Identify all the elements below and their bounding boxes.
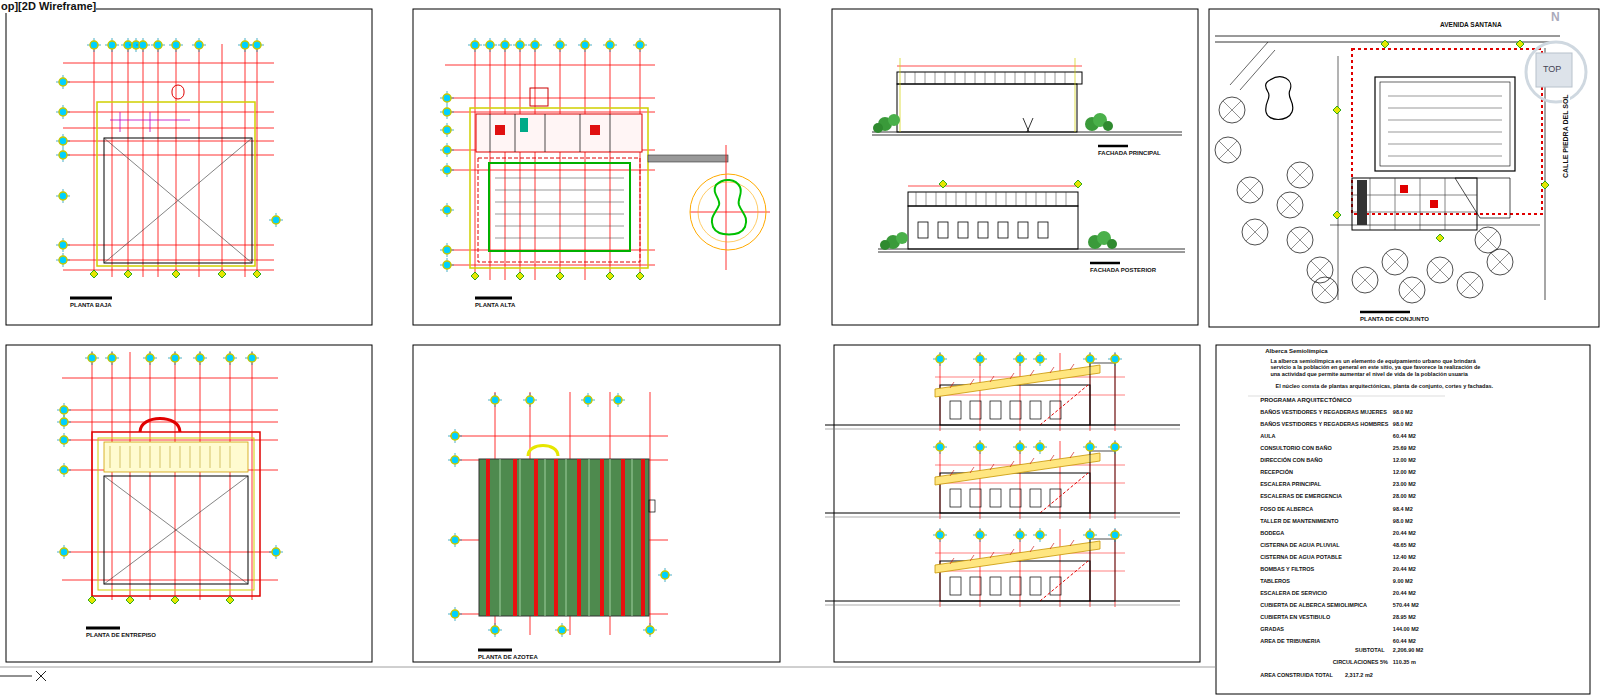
sheet-title: PLANTA BAJA	[70, 302, 112, 309]
table-cell: CISTERNA DE AGUA PLUVIAL	[1260, 542, 1339, 548]
table-cell: 12.00 M2	[1393, 457, 1416, 463]
table-cell: 98.0 M2	[1393, 409, 1413, 415]
table-cell: 60.44 M2	[1393, 433, 1416, 439]
table-cell: 144.00 M2	[1393, 626, 1419, 632]
table-heading: PROGRAMA ARQUITECTÓNICO	[1260, 397, 1352, 404]
table-cell: 98.0 M2	[1393, 518, 1413, 524]
table-cell: GRADAS	[1260, 626, 1284, 632]
table-cell: 28.95 M2	[1393, 614, 1416, 620]
table-cell: BODEGA	[1260, 530, 1284, 536]
table-heading: Alberca Semiolímpica	[1265, 348, 1327, 355]
compass-letter: N	[1551, 11, 1560, 25]
viewport-label: op][2D Wireframe]	[1, 0, 96, 13]
table-cell: BAÑOS VESTIDORES Y REGADERAS HOMBRES	[1260, 421, 1388, 427]
sheet-title: FACHADA PRINCIPAL	[1098, 150, 1161, 157]
table-cell: CIRCULACIONES 5%	[1333, 659, 1388, 665]
sheet-title: PLANTA DE CONJUNTO	[1360, 316, 1429, 323]
table-cell: 2,206.90 M2	[1393, 647, 1424, 653]
table-cell: 98.4 M2	[1393, 506, 1413, 512]
table-cell: AREA DE TRIBUNERIA	[1260, 638, 1320, 644]
table-cell: 110.35 m	[1393, 659, 1416, 665]
table-cell: 60.44 M2	[1393, 638, 1416, 644]
sheet-title: FACHADA POSTERIOR	[1090, 267, 1156, 274]
table-cell: 20.44 M2	[1393, 590, 1416, 596]
sheet-title: PLANTA ALTA	[475, 302, 515, 309]
table-cell: 9.00 M2	[1393, 578, 1413, 584]
viewcube-face: TOP	[1543, 64, 1561, 74]
table-cell: DIRECCIÓN CON BAÑO	[1260, 457, 1322, 463]
table-cell: TALLER DE MANTENIMIENTO	[1260, 518, 1338, 524]
table-cell: RECEPCIÓN	[1260, 469, 1293, 475]
table-cell: 98.0 M2	[1393, 421, 1413, 427]
table-cell: 28.00 M2	[1393, 493, 1416, 499]
table-cell: 2,317.2 m2	[1345, 672, 1373, 678]
table-cell: AREA CONSTRUIDA TOTAL	[1260, 672, 1333, 678]
table-cell: CUBIERTA DE ALBERCA SEMIOLIMPICA	[1260, 602, 1367, 608]
table-cell: 48.65 M2	[1393, 542, 1416, 548]
table-cell: CISTERNA DE AGUA POTABLE	[1260, 554, 1342, 560]
table-cell: 12.00 M2	[1393, 469, 1416, 475]
table-cell: CUBIERTA EN VESTIBULO	[1260, 614, 1330, 620]
table-cell: 12.40 M2	[1393, 554, 1416, 560]
table-cell: 25.69 M2	[1393, 445, 1416, 451]
table-cell: CONSULTORIO CON BAÑO	[1260, 445, 1332, 451]
table-cell: ESCALERA DE SERVICIO	[1260, 590, 1327, 596]
table-cell: BAÑOS VESTIDORES Y REGADERAS MUJERES	[1260, 409, 1387, 415]
sheet-title: PLANTA DE AZOTEA	[478, 654, 538, 661]
street-name: AVENIDA SANTANA	[1440, 21, 1502, 28]
description-note: El núcleo consta de plantas arquitectóni…	[1276, 383, 1494, 389]
table-cell: ESCALERAS DE EMERGENCIA	[1260, 493, 1342, 499]
table-cell: 20.44 M2	[1393, 530, 1416, 536]
table-cell: FOSO DE ALBERCA	[1260, 506, 1313, 512]
table-cell: BOMBAS Y FILTROS	[1260, 566, 1314, 572]
street-name: CALLE PIEDRA DEL SOL	[1562, 94, 1570, 178]
sheet-title: PLANTA DE ENTREPISO	[86, 632, 156, 639]
table-cell: 20.44 M2	[1393, 566, 1416, 572]
table-cell: 23.00 M2	[1393, 481, 1416, 487]
table-cell: SUBTOTAL	[1355, 647, 1384, 653]
table-cell: 570.44 M2	[1393, 602, 1419, 608]
table-cell: AULA	[1260, 433, 1275, 439]
description-note: La alberca semiolímpica es un elemento d…	[1270, 358, 1485, 377]
table-cell: ESCALERA PRINCIPAL	[1260, 481, 1321, 487]
table-cell: TABLEROS	[1260, 578, 1290, 584]
